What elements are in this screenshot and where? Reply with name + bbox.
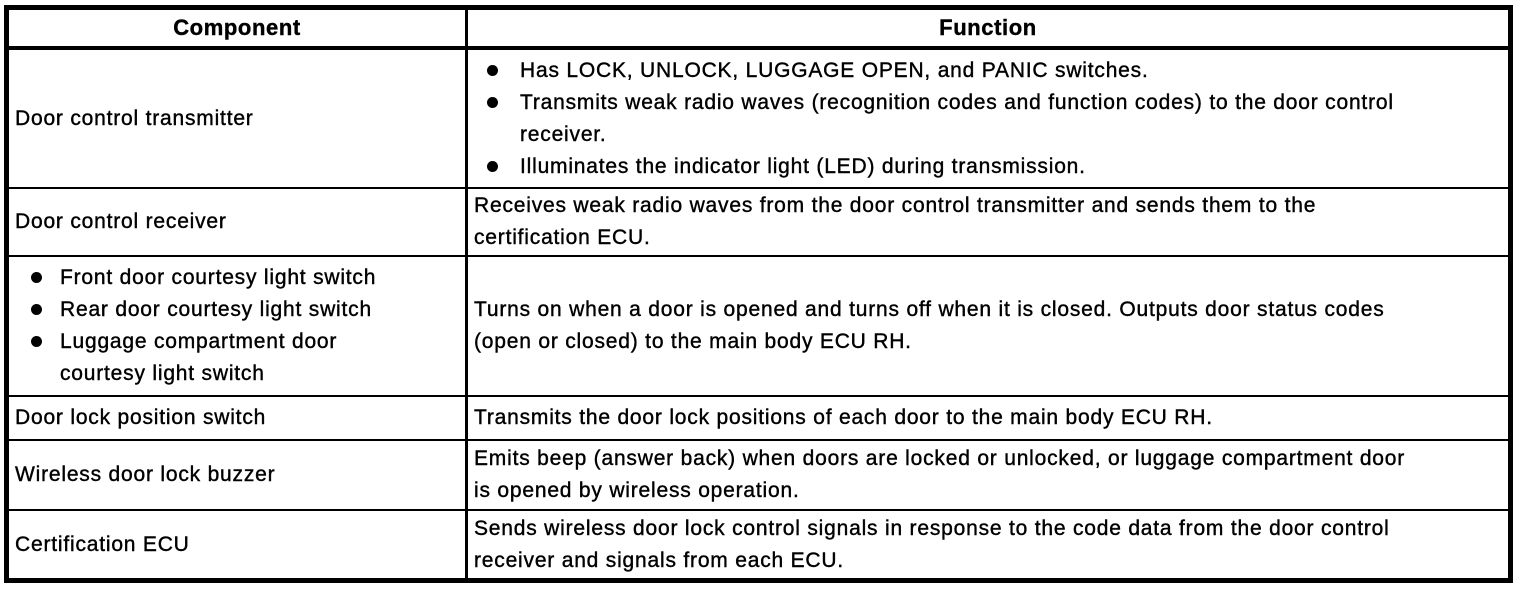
function-text: Emits beep (answer back) when doors are …	[474, 447, 1406, 503]
component-function-table: Component Function Door control transmit…	[4, 5, 1513, 583]
table-row-wireless-door-lock-buzzer: Wireless door lock buzzer Emits beep (an…	[5, 439, 1512, 512]
component-text: Door lock position switch	[15, 406, 267, 430]
table-header-row: Component Function	[5, 6, 1512, 50]
component-cell: Door control receiver	[5, 187, 468, 258]
bullet-item: Illuminates the indicator light (LED) du…	[487, 151, 1508, 183]
function-text: Transmits the door lock positions of eac…	[474, 406, 1213, 430]
bullet-item: Has LOCK, UNLOCK, LUGGAGE OPEN, and PANI…	[487, 55, 1508, 87]
component-cell: Wireless door lock buzzer	[5, 439, 468, 512]
function-cell: Has LOCK, UNLOCK, LUGGAGE OPEN, and PANI…	[465, 46, 1512, 190]
bullet-item: Front door courtesy light switch	[31, 262, 464, 294]
bullet-text: Transmits weak radio waves (recognition …	[520, 90, 1394, 146]
component-cell: Certification ECU	[5, 509, 468, 582]
bullet-icon	[487, 160, 498, 172]
bullet-icon	[31, 304, 42, 316]
table-row-door-control-receiver: Door control receiver Receives weak radi…	[5, 187, 1512, 258]
component-cell: Door control transmitter	[5, 46, 468, 190]
function-bullet-list: Has LOCK, UNLOCK, LUGGAGE OPEN, and PANI…	[469, 55, 1509, 183]
function-cell: Receives weak radio waves from the door …	[465, 187, 1512, 258]
bullet-text: Illuminates the indicator light (LED) du…	[520, 154, 1086, 178]
function-cell: Transmits the door lock positions of eac…	[465, 395, 1512, 442]
bullet-item: Rear door courtesy light switch	[31, 294, 464, 326]
bullet-text: Rear door courtesy light switch	[60, 298, 372, 322]
component-column-header: Component	[5, 6, 468, 50]
component-cell: Door lock position switch	[5, 395, 468, 442]
component-text: Door control transmitter	[15, 106, 254, 130]
function-text: Receives weak radio waves from the door …	[474, 194, 1317, 250]
function-cell: Emits beep (answer back) when doors are …	[465, 439, 1512, 512]
component-text: Wireless door lock buzzer	[15, 463, 276, 487]
bullet-icon	[31, 272, 42, 284]
component-text: Door control receiver	[15, 210, 227, 234]
bullet-item: Transmits weak radio waves (recognition …	[487, 87, 1508, 151]
function-cell: Turns on when a door is opened and turns…	[465, 255, 1512, 398]
bullet-text: Front door courtesy light switch	[60, 266, 377, 290]
function-cell: Sends wireless door lock control signals…	[465, 509, 1512, 582]
bullet-icon	[487, 64, 498, 76]
table-row-door-lock-position-switch: Door lock position switch Transmits the …	[5, 395, 1512, 442]
table-row-door-control-transmitter: Door control transmitter Has LOCK, UNLOC…	[5, 46, 1512, 190]
table-row-certification-ecu: Certification ECU Sends wireless door lo…	[5, 509, 1512, 582]
bullet-icon	[31, 336, 42, 348]
function-text: Sends wireless door lock control signals…	[474, 516, 1390, 572]
function-column-header: Function	[465, 6, 1512, 50]
bullet-text: Has LOCK, UNLOCK, LUGGAGE OPEN, and PANI…	[520, 58, 1149, 82]
component-text: Certification ECU	[15, 532, 190, 556]
bullet-icon	[487, 96, 498, 108]
function-text: Turns on when a door is opened and turns…	[474, 298, 1385, 354]
